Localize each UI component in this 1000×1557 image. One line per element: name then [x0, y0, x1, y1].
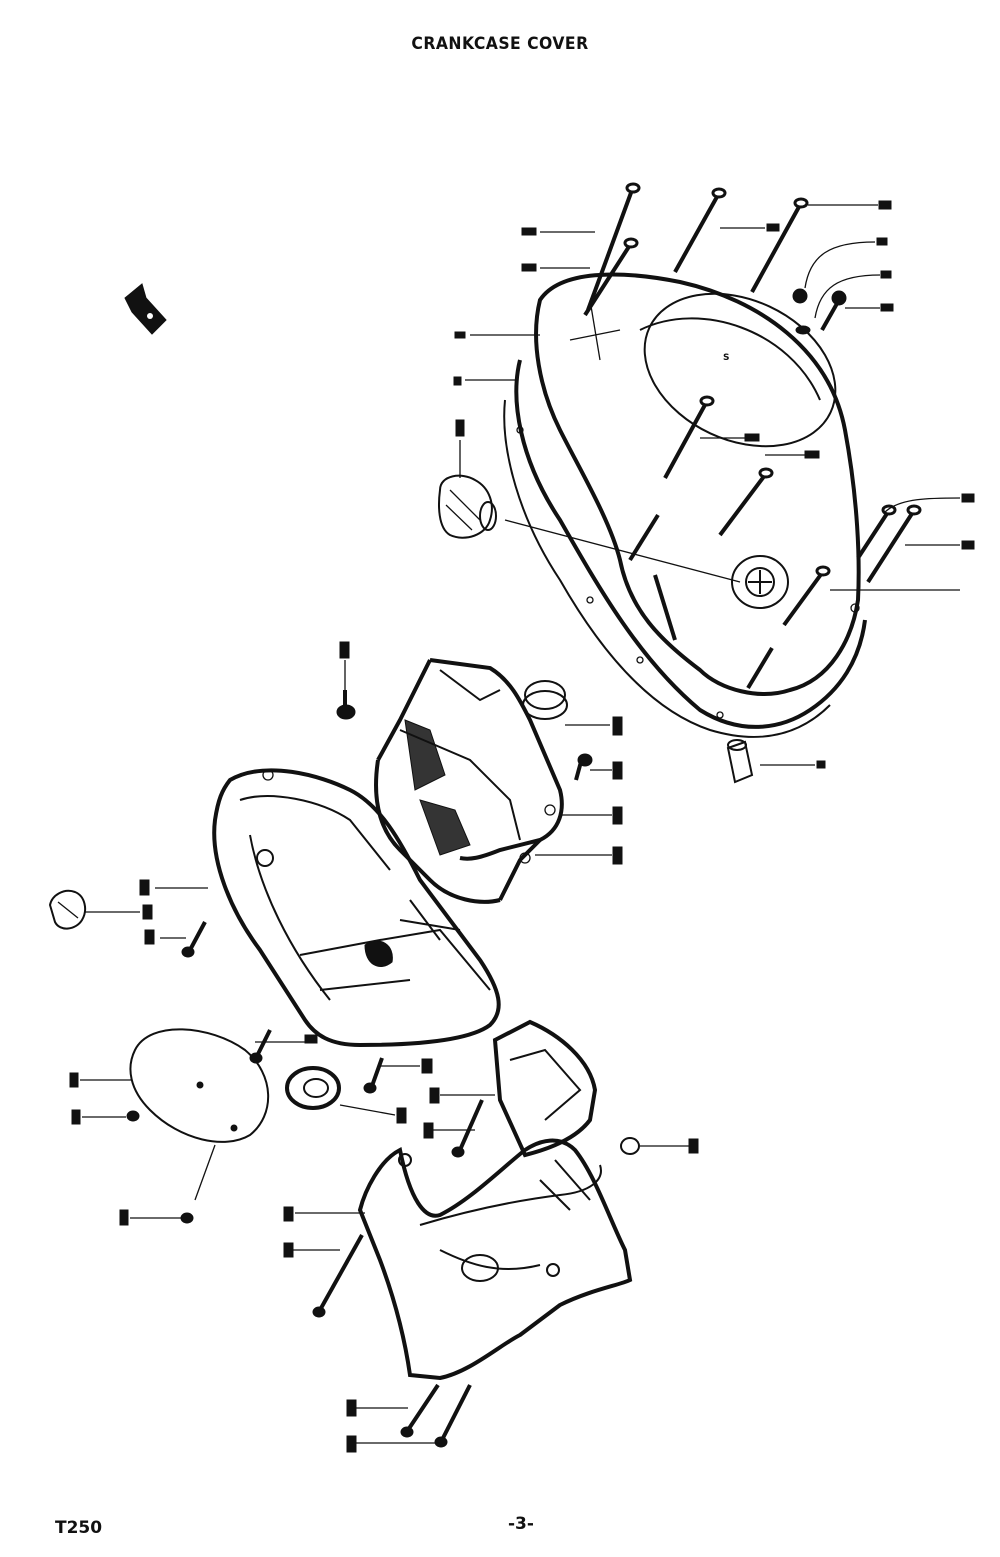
magneto-screw-set: [126, 921, 384, 1224]
leader-lines: [80, 204, 961, 1444]
clutch-cover-part: S: [503, 272, 867, 738]
cover-bolt-set: [583, 182, 922, 690]
oil-filler-cap-part: [438, 474, 497, 539]
dowel-pin-part: [726, 739, 754, 784]
grommet-part: [48, 889, 87, 930]
housing-screw-set: [336, 690, 593, 781]
sprocket-bolt-set: [312, 1099, 640, 1448]
front-arrow-icon: [124, 283, 167, 335]
page-title: CRANKCASE COVER: [411, 34, 589, 54]
inner-housing-part: [374, 658, 568, 904]
magneto-cover-part: [212, 768, 501, 1048]
oil-seal-part: [285, 1066, 341, 1110]
sprocket-cover-part: [357, 1138, 633, 1381]
page-number: -3-: [508, 1514, 534, 1534]
inspection-plate-part: [492, 1019, 598, 1158]
svg-text:S: S: [723, 353, 729, 363]
callout-marks: [69, 200, 975, 1453]
model-code: T250: [55, 1518, 103, 1538]
cover-plate-disc-part: [129, 1028, 270, 1143]
